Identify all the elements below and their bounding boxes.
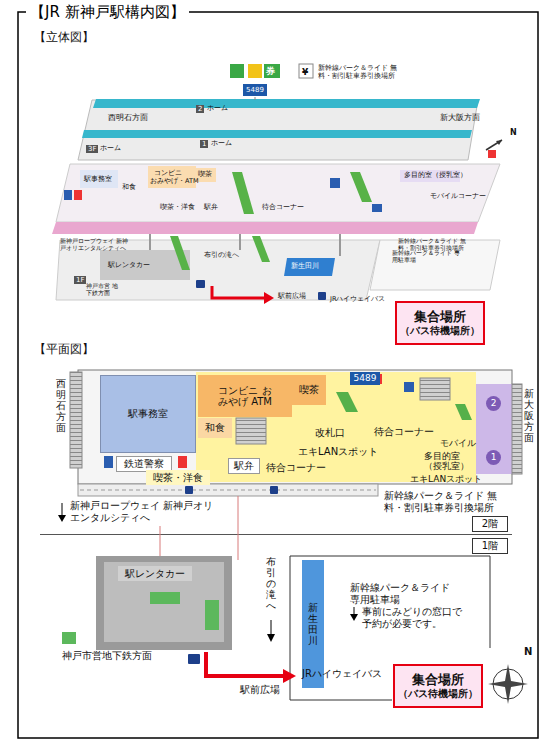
node-text: コンビニ おみやげ ATM	[216, 385, 274, 408]
room-box: 駅レンタカー	[118, 566, 192, 581]
map-label: 多目的室（授乳室）	[424, 451, 472, 472]
map-label: エキLANスポット	[410, 474, 482, 484]
floor-box: 2階	[472, 516, 508, 532]
map-label: 西明石方面	[56, 378, 66, 433]
map-label: エキLANスポット	[298, 446, 378, 458]
map-label: 新神戸ロープウェイ 新神戸オリエンタルシティへ	[70, 500, 220, 523]
node-text: 5489	[354, 373, 377, 383]
map-label: 待合コーナー	[262, 204, 304, 211]
map-label: 布引の滝へ	[204, 252, 239, 259]
isometric-view	[52, 64, 502, 304]
map-label: 新神戸ロープウェイ 新神戸オリエンタルシティへ	[60, 238, 132, 252]
icon-box: 5489	[350, 372, 380, 385]
map-label: 新幹線パーク＆ライド 無料・割引駐車券引換場所	[384, 490, 514, 513]
platform-number: 1	[486, 450, 501, 465]
node-text: 新生田川	[308, 602, 318, 646]
map-label: JRハイウェイバス	[330, 296, 385, 303]
node-text: 駅弁	[234, 460, 254, 472]
map-label: 神戸市営 地下鉄方面	[86, 283, 122, 297]
map-label: コンビニ	[154, 170, 182, 177]
room-box: 喫茶	[292, 375, 326, 405]
node-text: （バス待機場所）	[398, 688, 478, 700]
room-box: コンビニ おみやげ ATM	[198, 375, 292, 417]
map-label: 【平面図】	[34, 343, 94, 357]
map-label: 【立体図】	[34, 31, 94, 45]
map-title: 【JR 新神戸駅構内図】	[26, 3, 189, 21]
node-text: 集合場所	[414, 310, 466, 325]
map-label: おみやげ・ATM	[150, 178, 199, 185]
map-label: 和食	[122, 184, 136, 191]
map-label: 駅事務室	[84, 176, 112, 183]
map-label: ホーム	[211, 139, 232, 147]
node-text: 1階	[482, 540, 498, 552]
node-text: 喫茶・洋食	[153, 472, 203, 484]
map-label: 新生田川	[291, 263, 319, 270]
map-label: 多目的室（授乳室）	[404, 172, 467, 179]
map-label: 喫茶・洋食	[160, 204, 195, 211]
node-text: 2	[491, 398, 497, 408]
map-label: 1F	[74, 276, 86, 284]
map-label: 神戸市営地下鉄方面	[62, 650, 152, 662]
map-label: 駅前広場	[240, 684, 280, 696]
map-label: 駅前広場	[278, 293, 306, 300]
map-label: モバイル	[440, 438, 476, 448]
node-text: （バス待機場所）	[400, 325, 480, 337]
node-text: 和食	[205, 422, 225, 434]
map-label: 事前にみどりの窓口で 予約が必要です。	[362, 606, 468, 629]
map-label: 待合コーナー	[266, 462, 326, 474]
map-label: 西明石方面	[108, 113, 148, 122]
map-label: 喫茶	[198, 171, 212, 178]
room-box: 駅弁	[228, 458, 260, 474]
node-text: 喫茶	[299, 384, 319, 396]
map-label: 待合コーナー	[374, 426, 434, 438]
map-label: 布引の滝へ	[266, 556, 276, 611]
room-box: 駅事務室	[100, 375, 196, 453]
map-label: N	[510, 128, 517, 137]
map-label: モバイルコーナー	[430, 193, 486, 200]
map-label: 券	[266, 66, 275, 76]
node-text: 2階	[482, 518, 498, 530]
node-text: 駅事務室	[128, 408, 168, 420]
meeting-point-box: 集合場所（バス待機場所）	[395, 301, 485, 345]
node-text: 5489	[246, 86, 264, 94]
icon-box: 5489	[243, 84, 267, 96]
floor-plan	[40, 370, 528, 704]
map-label: N	[524, 646, 532, 658]
room-box: 喫茶・洋食	[146, 470, 210, 485]
map-label: 駅レンタカー	[108, 262, 150, 269]
map-label: ホーム	[100, 144, 121, 152]
outer-frame	[18, 12, 538, 738]
map-label: 1	[200, 140, 208, 148]
map-label: 改札口	[315, 427, 345, 439]
node-text: 集合場所	[412, 673, 464, 688]
node-text: 駅レンタカー	[125, 568, 185, 580]
room-box: 和食	[198, 418, 232, 438]
platform-number: 2	[486, 396, 501, 411]
map-label: ホーム	[207, 104, 228, 112]
floor-box: 1階	[472, 538, 508, 554]
map-label: 2	[196, 105, 204, 113]
map-label: 新大阪方面	[440, 113, 480, 122]
map-label: 新幹線パーク＆ライド 無料・割引駐車券引換場所	[318, 64, 410, 80]
map-label: 新幹線パーク＆ライド 専用駐車場	[350, 582, 460, 605]
map-label: 駅弁	[204, 204, 218, 211]
meeting-point-box: 集合場所（バス待機場所）	[393, 664, 483, 708]
map-label: 3F	[86, 145, 98, 153]
map-label: 新大阪方面	[524, 388, 534, 443]
map-label: JRハイウェイバス	[302, 668, 382, 680]
node-text: 1	[491, 452, 497, 462]
node-text: 鉄道警察	[124, 458, 164, 470]
map-label: 新幹線パーク＆ライド 専用駐車場	[392, 250, 462, 264]
map-label: ¥	[302, 67, 308, 77]
